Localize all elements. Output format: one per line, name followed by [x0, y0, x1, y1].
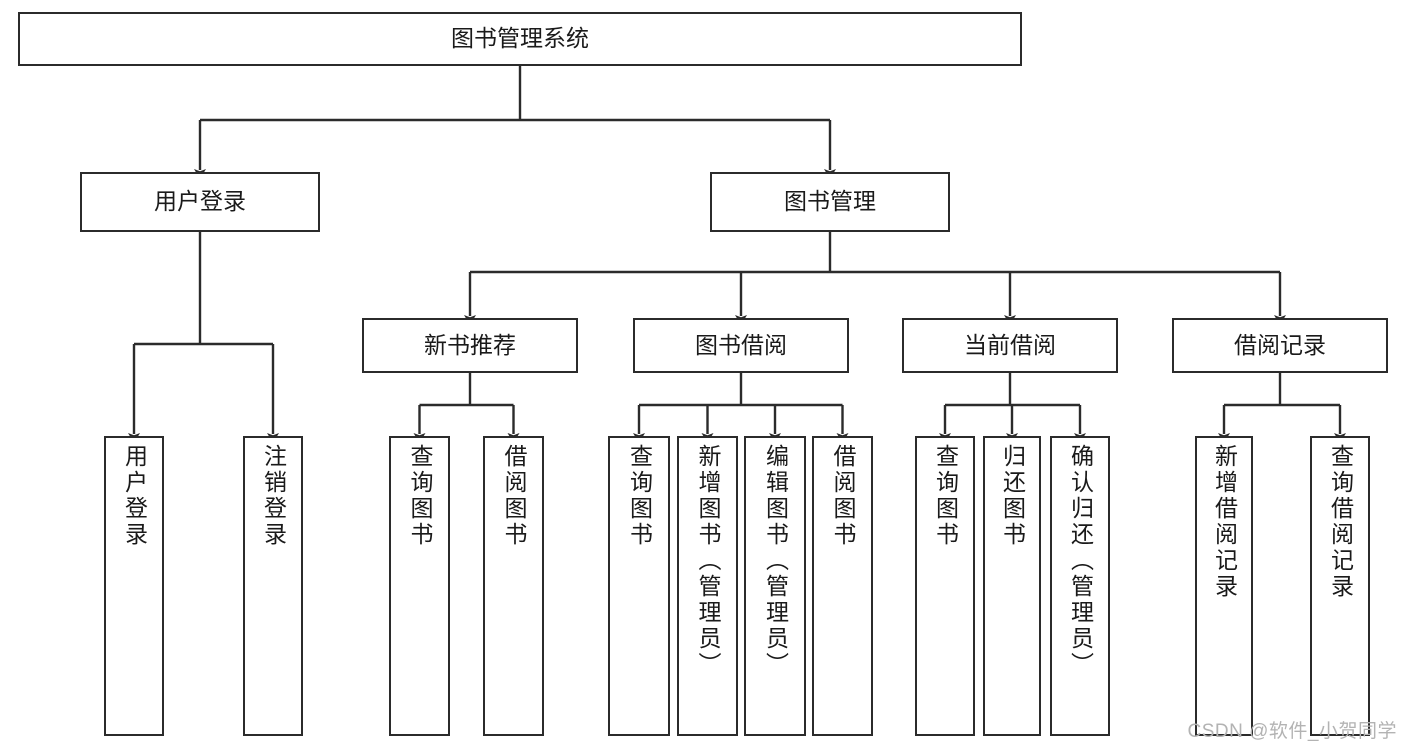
node-leaf-cb-confirm[interactable]: 确认归还（管理员）	[1050, 436, 1110, 736]
node-leaf-user-login[interactable]: 用户登录	[104, 436, 164, 736]
node-label-user-login: 用户登录	[154, 188, 246, 215]
node-leaf-br-query[interactable]: 查询借阅记录	[1310, 436, 1370, 736]
node-label-leaf-cb-confirm: 确认归还（管理员）	[1067, 444, 1094, 678]
csdn-watermark: CSDN @软件_小贺同学	[1187, 721, 1397, 742]
node-label-leaf-bb-edit: 编辑图书（管理员）	[762, 444, 789, 678]
node-label-leaf-bb-query: 查询图书	[626, 444, 653, 548]
node-leaf-br-add[interactable]: 新增借阅记录	[1195, 436, 1253, 736]
node-leaf-bb-add[interactable]: 新增图书（管理员）	[677, 436, 738, 736]
node-leaf-cb-query[interactable]: 查询图书	[915, 436, 975, 736]
node-leaf-cb-return[interactable]: 归还图书	[983, 436, 1041, 736]
node-label-leaf-rec-query: 查询图书	[407, 444, 433, 548]
node-leaf-rec-query[interactable]: 查询图书	[389, 436, 450, 736]
node-book-borrow[interactable]: 图书借阅	[633, 318, 849, 373]
node-label-leaf-bb-borrow: 借阅图书	[830, 444, 856, 548]
connector-lines	[128, 66, 1346, 443]
node-label-borrow-record: 借阅记录	[1234, 331, 1326, 358]
node-leaf-rec-borrow[interactable]: 借阅图书	[483, 436, 544, 736]
node-leaf-bb-borrow[interactable]: 借阅图书	[812, 436, 873, 736]
node-label-leaf-bb-add: 新增图书（管理员）	[695, 444, 721, 678]
node-label-leaf-user-login: 用户登录	[121, 444, 148, 548]
node-user-login[interactable]: 用户登录	[80, 172, 320, 232]
node-label-leaf-br-add: 新增借阅记录	[1211, 444, 1238, 600]
node-label-new-book-rec: 新书推荐	[424, 331, 516, 358]
node-label-leaf-br-query: 查询借阅记录	[1327, 444, 1354, 600]
node-book-manage[interactable]: 图书管理	[710, 172, 950, 232]
node-label-root: 图书管理系统	[451, 25, 589, 52]
node-root[interactable]: 图书管理系统	[18, 12, 1022, 66]
node-label-leaf-rec-borrow: 借阅图书	[501, 444, 527, 548]
node-label-leaf-cb-return: 归还图书	[999, 444, 1026, 548]
node-label-leaf-user-logout: 注销登录	[260, 444, 287, 548]
node-label-current-borrow: 当前借阅	[964, 331, 1056, 358]
node-leaf-user-logout[interactable]: 注销登录	[243, 436, 303, 736]
node-label-book-borrow: 图书借阅	[695, 331, 787, 358]
node-leaf-bb-query[interactable]: 查询图书	[608, 436, 670, 736]
node-leaf-bb-edit[interactable]: 编辑图书（管理员）	[744, 436, 806, 736]
node-label-book-manage: 图书管理	[784, 188, 876, 215]
node-new-book-rec[interactable]: 新书推荐	[362, 318, 578, 373]
node-borrow-record[interactable]: 借阅记录	[1172, 318, 1388, 373]
node-label-leaf-cb-query: 查询图书	[932, 444, 959, 548]
node-current-borrow[interactable]: 当前借阅	[902, 318, 1118, 373]
